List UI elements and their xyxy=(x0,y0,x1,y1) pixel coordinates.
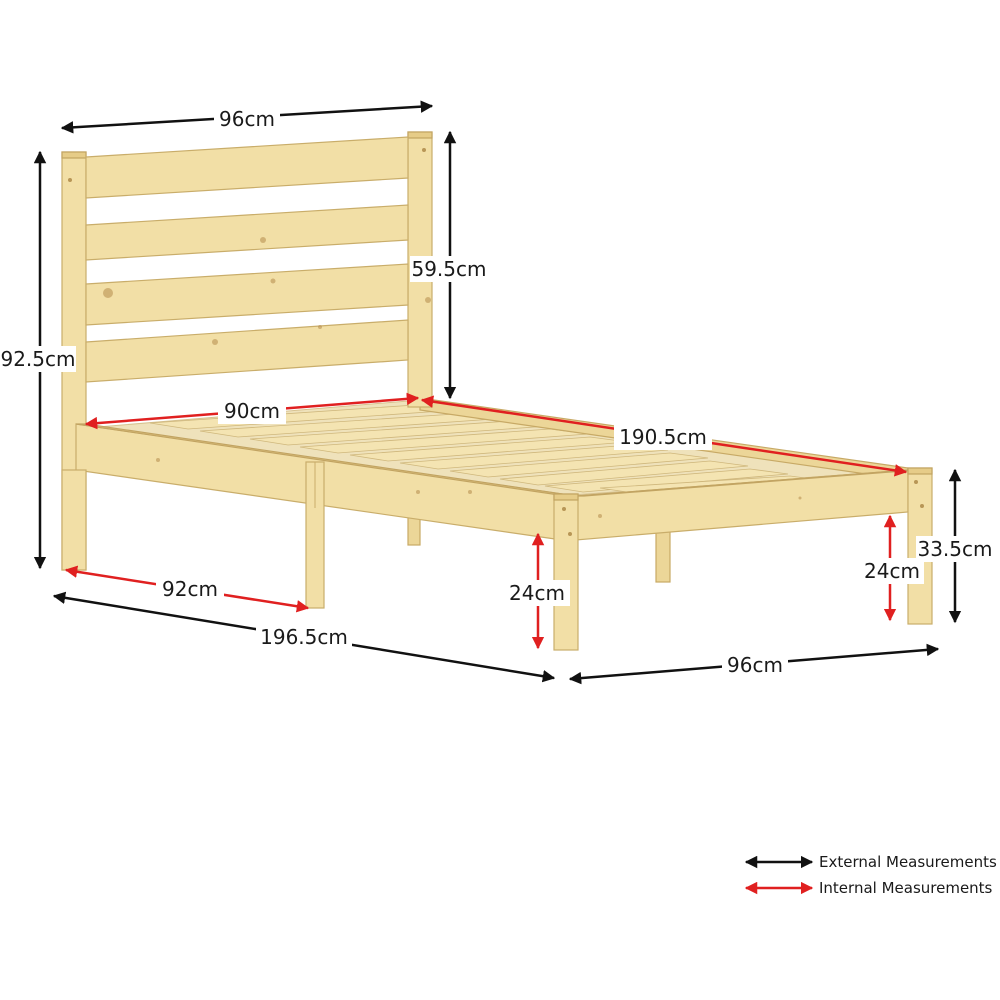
foot-width-label: 96cm xyxy=(727,653,783,677)
external-legend-label: External Measurements xyxy=(819,853,997,871)
headboard-slats xyxy=(85,136,409,383)
headboard-width-label: 96cm xyxy=(219,107,275,131)
clearance-back-label: 24cm xyxy=(864,559,920,583)
clearance-front-label: 24cm xyxy=(509,581,565,605)
foot-left-leg xyxy=(553,493,579,651)
footboard-height-label: 33.5cm xyxy=(917,537,992,561)
bed-illustration xyxy=(61,131,933,651)
internal-length-label: 190.5cm xyxy=(619,425,707,449)
total-height-label: 92.5cm xyxy=(0,347,75,371)
internal-width-label: 90cm xyxy=(224,399,280,423)
dimension-labels: 96cm 92.5cm 59.5cm 90cm 190.5cm 92cm 196… xyxy=(0,106,996,678)
legend: External Measurements Internal Measureme… xyxy=(744,853,997,897)
internal-legend-label: Internal Measurements xyxy=(819,879,993,897)
total-length-label: 196.5cm xyxy=(260,625,348,649)
leg-spacing-label: 92cm xyxy=(162,577,218,601)
headboard-height-label: 59.5cm xyxy=(411,257,486,281)
